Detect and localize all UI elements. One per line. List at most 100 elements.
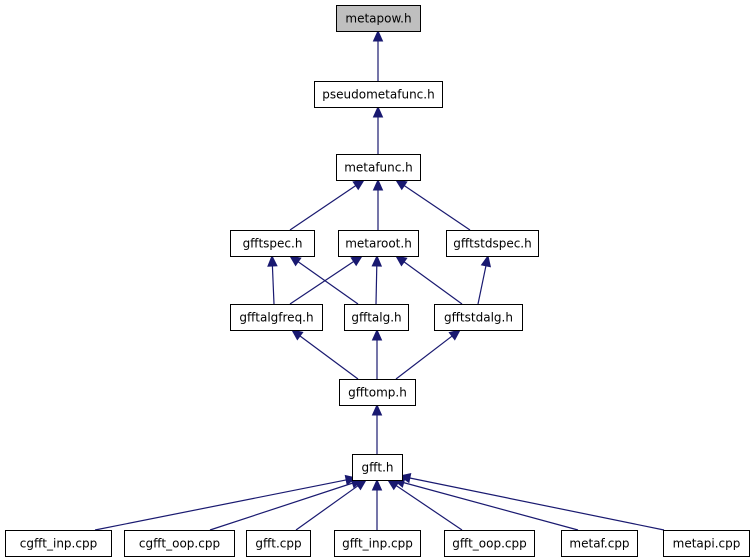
edge-gfft_inp-to-gfft bbox=[371, 478, 383, 530]
node-pseudometafunc[interactable]: pseudometafunc.h bbox=[314, 81, 443, 108]
edge-line bbox=[295, 485, 359, 531]
edge-arrowhead bbox=[372, 105, 384, 118]
edge-gfft_oop-to-gfft bbox=[386, 479, 463, 531]
node-label: metafunc.h bbox=[344, 161, 413, 175]
node-box[interactable] bbox=[663, 530, 750, 557]
edge-gfftomp-to-gfftalg bbox=[371, 328, 383, 379]
edge-arrowhead bbox=[371, 403, 383, 416]
edge-line bbox=[271, 265, 275, 305]
edge-line bbox=[375, 265, 378, 305]
node-label: gfft_oop.cpp bbox=[452, 537, 527, 551]
edge-arrowhead bbox=[371, 478, 383, 491]
node-box[interactable] bbox=[124, 530, 235, 557]
edge-gfft-to-gfftomp bbox=[371, 403, 383, 454]
node-label: gfftstdspec.h bbox=[453, 237, 531, 251]
node-box[interactable] bbox=[444, 530, 535, 557]
edge-line bbox=[403, 482, 579, 531]
node-metapi[interactable]: metapi.cpp bbox=[663, 530, 750, 557]
node-box[interactable] bbox=[246, 530, 311, 557]
node-box[interactable] bbox=[344, 304, 409, 331]
edge-arrowhead bbox=[350, 255, 364, 267]
edge-cgfft_inp-to-gfft bbox=[94, 474, 358, 531]
node-label: cgfft_inp.cpp bbox=[20, 537, 97, 551]
edge-cgfft_oop-to-gfft bbox=[209, 478, 364, 531]
node-label: gfftomp.h bbox=[348, 386, 407, 400]
edge-arrowhead bbox=[291, 329, 304, 341]
node-gfftstdspec[interactable]: gfftstdspec.h bbox=[446, 230, 539, 257]
node-gfftspec[interactable]: gfftspec.h bbox=[230, 230, 315, 257]
node-label: gfft_inp.cpp bbox=[342, 537, 413, 551]
edge-arrowhead bbox=[371, 328, 383, 341]
node-label: metapi.cpp bbox=[673, 537, 741, 551]
edge-gfft_cpp-to-gfft bbox=[295, 479, 367, 531]
nodes-layer: metapow.h pseudometafunc.h metafunc.h gffts… bbox=[5, 5, 750, 557]
edge-arrowhead bbox=[267, 254, 278, 267]
node-cgfft_oop[interactable]: cgfft_oop.cpp bbox=[124, 530, 235, 557]
edge-arrowhead bbox=[372, 29, 384, 42]
edges-layer bbox=[94, 29, 665, 531]
edge-metapi-to-gfft bbox=[398, 472, 665, 531]
edge-line bbox=[297, 261, 359, 305]
node-box[interactable] bbox=[314, 81, 443, 108]
node-box bbox=[336, 5, 421, 32]
edge-line bbox=[395, 485, 463, 531]
edge-arrowhead bbox=[371, 254, 383, 267]
node-box[interactable] bbox=[338, 230, 419, 257]
node-gfft_inp[interactable]: gfft_inp.cpp bbox=[334, 530, 421, 557]
node-box[interactable] bbox=[352, 454, 403, 481]
edge-gfftalg-to-metaroot bbox=[371, 254, 383, 305]
edge-line bbox=[403, 185, 471, 231]
node-label: gfftalgfreq.h bbox=[239, 311, 313, 325]
edge-line bbox=[403, 261, 463, 305]
node-metapow: metapow.h bbox=[336, 5, 421, 32]
edge-gfftstdspec-to-metafunc bbox=[394, 179, 471, 231]
edge-arrowhead bbox=[289, 255, 302, 267]
node-box[interactable] bbox=[434, 304, 523, 331]
node-label: cgfft_oop.cpp bbox=[139, 537, 220, 551]
node-gfft[interactable]: gfft.h bbox=[352, 454, 403, 481]
edge-arrowhead bbox=[352, 179, 366, 191]
edge-line bbox=[209, 482, 353, 531]
edge-arrowhead bbox=[372, 178, 384, 191]
edge-gfftomp-to-gfftstdalg bbox=[395, 329, 461, 380]
node-box[interactable] bbox=[5, 530, 112, 557]
node-cgfft_inp[interactable]: cgfft_inp.cpp bbox=[5, 530, 112, 557]
node-gfftomp[interactable]: gfftomp.h bbox=[339, 379, 416, 406]
edge-line bbox=[289, 261, 355, 305]
node-label: gfftstdalg.h bbox=[444, 311, 513, 325]
edge-gfftstdalg-to-gfftstdspec bbox=[477, 254, 492, 305]
edge-arrowhead bbox=[354, 479, 367, 491]
edge-gfftalgfreq-to-gfftspec bbox=[267, 254, 278, 305]
node-box[interactable] bbox=[446, 230, 539, 257]
node-box[interactable] bbox=[339, 379, 416, 406]
node-box[interactable] bbox=[230, 304, 323, 331]
node-gfftalgfreq[interactable]: gfftalgfreq.h bbox=[230, 304, 323, 331]
node-box[interactable] bbox=[230, 230, 315, 257]
edge-metaf-to-gfft bbox=[392, 477, 579, 531]
edge-gfftomp-to-gfftalgfreq bbox=[291, 329, 359, 380]
edge-arrowhead bbox=[394, 179, 408, 191]
node-gfftstdalg[interactable]: gfftstdalg.h bbox=[434, 304, 523, 331]
node-metafunc[interactable]: metafunc.h bbox=[336, 154, 421, 181]
node-label: pseudometafunc.h bbox=[322, 88, 434, 102]
edge-line bbox=[94, 479, 347, 531]
edge-gfftalg-to-gfftspec bbox=[289, 255, 359, 305]
node-box[interactable] bbox=[336, 154, 421, 181]
edge-gfftstdalg-to-metaroot bbox=[395, 255, 463, 305]
edge-arrowhead bbox=[448, 329, 461, 341]
node-gfft_oop[interactable]: gfft_oop.cpp bbox=[444, 530, 535, 557]
edge-metafunc-to-pseudometafunc bbox=[372, 105, 384, 154]
node-label: gfft.h bbox=[361, 461, 393, 475]
node-gfftalg[interactable]: gfftalg.h bbox=[344, 304, 409, 331]
node-metaf[interactable]: metaf.cpp bbox=[561, 530, 638, 557]
node-box[interactable] bbox=[561, 530, 638, 557]
node-box[interactable] bbox=[334, 530, 421, 557]
edge-pseudometafunc-to-metapow bbox=[372, 29, 384, 81]
node-gfft_cpp[interactable]: gfft.cpp bbox=[246, 530, 311, 557]
edge-line bbox=[289, 185, 357, 231]
node-metaroot[interactable]: metaroot.h bbox=[338, 230, 419, 257]
edge-line bbox=[409, 477, 665, 531]
node-label: gfftspec.h bbox=[243, 237, 303, 251]
edge-line bbox=[299, 335, 359, 380]
